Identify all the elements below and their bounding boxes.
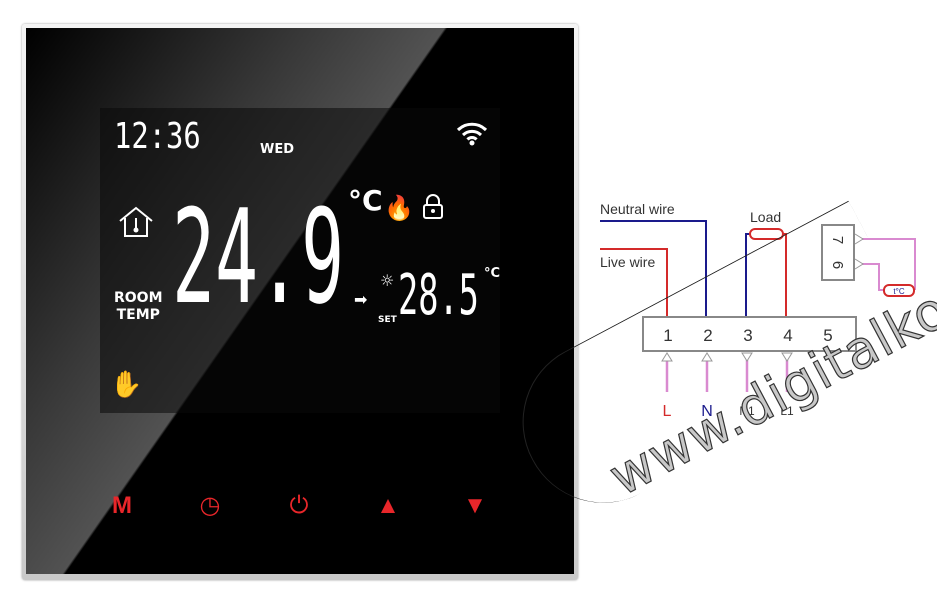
mode-button[interactable]: M [112, 492, 132, 519]
live-wire-label: Live wire [600, 254, 655, 270]
day-of-week: WED [260, 142, 295, 157]
sensor-terminal-block [821, 224, 855, 281]
power-button[interactable]: ⏻ [289, 492, 309, 519]
input-arrows [661, 352, 793, 362]
set-label: SET [378, 315, 397, 325]
terminal-1: 1 [663, 326, 672, 345]
glass-panel: 12:36 WED 24.9 °C ROOM TEMP ✋ 🔥 ➡ ☼ SET … [26, 28, 574, 574]
thermostat-device: 12:36 WED 24.9 °C ROOM TEMP ✋ 🔥 ➡ ☼ SET … [22, 24, 578, 580]
neutral-wire-label: Neutral wire [600, 201, 675, 217]
down-button[interactable]: ▼ [463, 492, 487, 519]
terminal-block [642, 316, 857, 352]
arrow-right-icon: ➡ [354, 290, 368, 309]
load-neutral-wire [745, 233, 752, 318]
sensor-wires [862, 238, 916, 291]
load-label: Load [750, 209, 781, 225]
up-button[interactable]: ▲ [376, 492, 400, 519]
room-temp-unit: °C [348, 184, 383, 217]
sensor-terminal-6: 6 [829, 261, 846, 269]
input-L1: L1 [780, 404, 794, 418]
terminal-4: 4 [783, 326, 792, 345]
flame-heating-icon: 🔥 [384, 194, 414, 222]
terminal-5: 5 [823, 326, 832, 345]
sensor-label: t°C [893, 287, 904, 296]
input-wires [665, 360, 789, 392]
sensor-arrows [854, 233, 864, 270]
wifi-icon [456, 120, 488, 150]
sensor-terminal-7: 7 [829, 236, 846, 244]
lcd-screen: 12:36 WED 24.9 °C ROOM TEMP ✋ 🔥 ➡ ☼ SET … [100, 108, 500, 413]
load-live-wire [780, 233, 787, 318]
clock-button[interactable]: ◷ [199, 492, 221, 519]
home-thermometer-icon [118, 206, 154, 242]
input-N: N [701, 403, 713, 420]
live-wire [600, 248, 668, 318]
terminal-2: 2 [703, 326, 712, 345]
input-L: L [663, 403, 672, 420]
room-temperature: 24.9 [172, 181, 345, 333]
clock-time: 12:36 [114, 116, 201, 157]
sun-icon: ☼ [380, 271, 395, 290]
neutral-wire [600, 220, 707, 318]
set-temp-unit: °C [484, 266, 501, 281]
temp-label: TEMP [116, 307, 160, 323]
lock-icon [422, 194, 444, 224]
room-label: ROOM [114, 290, 163, 306]
set-temperature: 28.5 [398, 263, 479, 328]
load-symbol [749, 228, 784, 240]
terminal-3: 3 [743, 326, 752, 345]
manual-hand-icon: ✋ [110, 370, 143, 400]
temperature-sensor [883, 284, 915, 297]
input-N1: N1 [739, 404, 755, 418]
